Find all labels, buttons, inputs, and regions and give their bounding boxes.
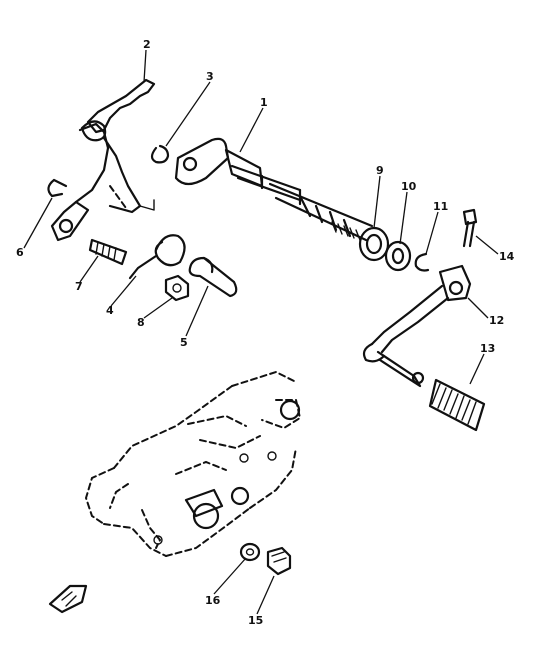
pin-7 <box>88 238 128 266</box>
washer-10 <box>384 240 412 272</box>
callout-11: 11 <box>433 200 448 213</box>
shift-shaft <box>174 137 374 242</box>
torsion-spring <box>128 234 186 280</box>
nut-8 <box>164 274 190 302</box>
front-direction-arrow-icon <box>48 584 88 614</box>
leader-lines <box>23 49 499 615</box>
callout-4: 4 <box>106 304 114 317</box>
plug-15 <box>266 546 292 576</box>
circlip-3 <box>150 144 170 164</box>
change-pedal <box>362 264 472 388</box>
callout-1: 1 <box>260 96 268 109</box>
callout-10: 10 <box>401 180 417 193</box>
callout-7: 7 <box>75 280 83 293</box>
crankcase-outline <box>84 370 302 557</box>
callout-16: 16 <box>205 594 221 607</box>
callout-9: 9 <box>376 164 384 177</box>
callout-14: 14 <box>499 250 515 263</box>
circlip-11 <box>414 252 430 272</box>
callout-13: 13 <box>480 342 495 355</box>
callout-2: 2 <box>143 38 151 51</box>
shift-arm <box>50 78 156 242</box>
circlip-6 <box>47 178 68 198</box>
bolt-14 <box>462 208 478 248</box>
callout-15: 15 <box>248 614 263 627</box>
callout-3: 3 <box>206 70 214 83</box>
callout-12: 12 <box>489 314 504 327</box>
callout-5: 5 <box>180 336 188 349</box>
callout-6: 6 <box>16 246 24 259</box>
callout-8: 8 <box>137 316 145 329</box>
oil-seal <box>358 226 390 262</box>
callout-labels: 2 3 1 9 10 11 14 12 13 6 7 4 8 5 16 15 <box>16 38 515 627</box>
washer-16 <box>239 542 261 562</box>
pedal-rubber <box>428 378 486 432</box>
collar <box>188 256 238 298</box>
